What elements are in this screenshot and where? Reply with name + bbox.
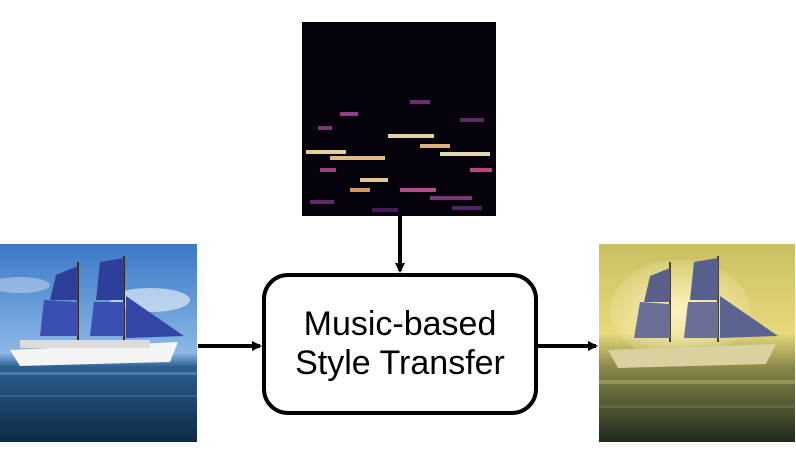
spectrogram-streak xyxy=(360,178,388,182)
style-transfer-label: Music-based Style Transfer xyxy=(264,275,536,413)
input-ship-photo xyxy=(0,244,197,442)
style-transfer-label-line2: Style Transfer xyxy=(295,344,505,382)
style-transfer-box xyxy=(262,273,538,415)
spectrogram-streak xyxy=(388,134,434,138)
spectrogram-streak xyxy=(340,112,358,116)
spectrogram-streak xyxy=(320,168,336,172)
spectrogram-streak xyxy=(400,188,436,192)
spectrogram-streak xyxy=(318,126,332,130)
spectrogram-streak xyxy=(310,200,334,204)
spectrogram-streak xyxy=(470,168,492,172)
spectrogram-streak xyxy=(430,196,472,200)
style-transfer-label-line1: Music-based xyxy=(303,304,497,343)
spectrogram-streak xyxy=(350,188,370,192)
spectrogram-streak xyxy=(452,206,482,210)
spectrogram-streak xyxy=(440,152,490,156)
spectrogram-streak xyxy=(372,208,398,212)
output-stylized-photo xyxy=(599,244,795,442)
spectrogram-streak xyxy=(460,118,484,122)
spectrogram-streak xyxy=(420,144,450,148)
spectrogram-streak xyxy=(330,156,385,160)
spectrogram-image xyxy=(302,22,496,216)
spectrogram-streak xyxy=(306,150,346,154)
spectrogram-streak xyxy=(410,100,430,104)
